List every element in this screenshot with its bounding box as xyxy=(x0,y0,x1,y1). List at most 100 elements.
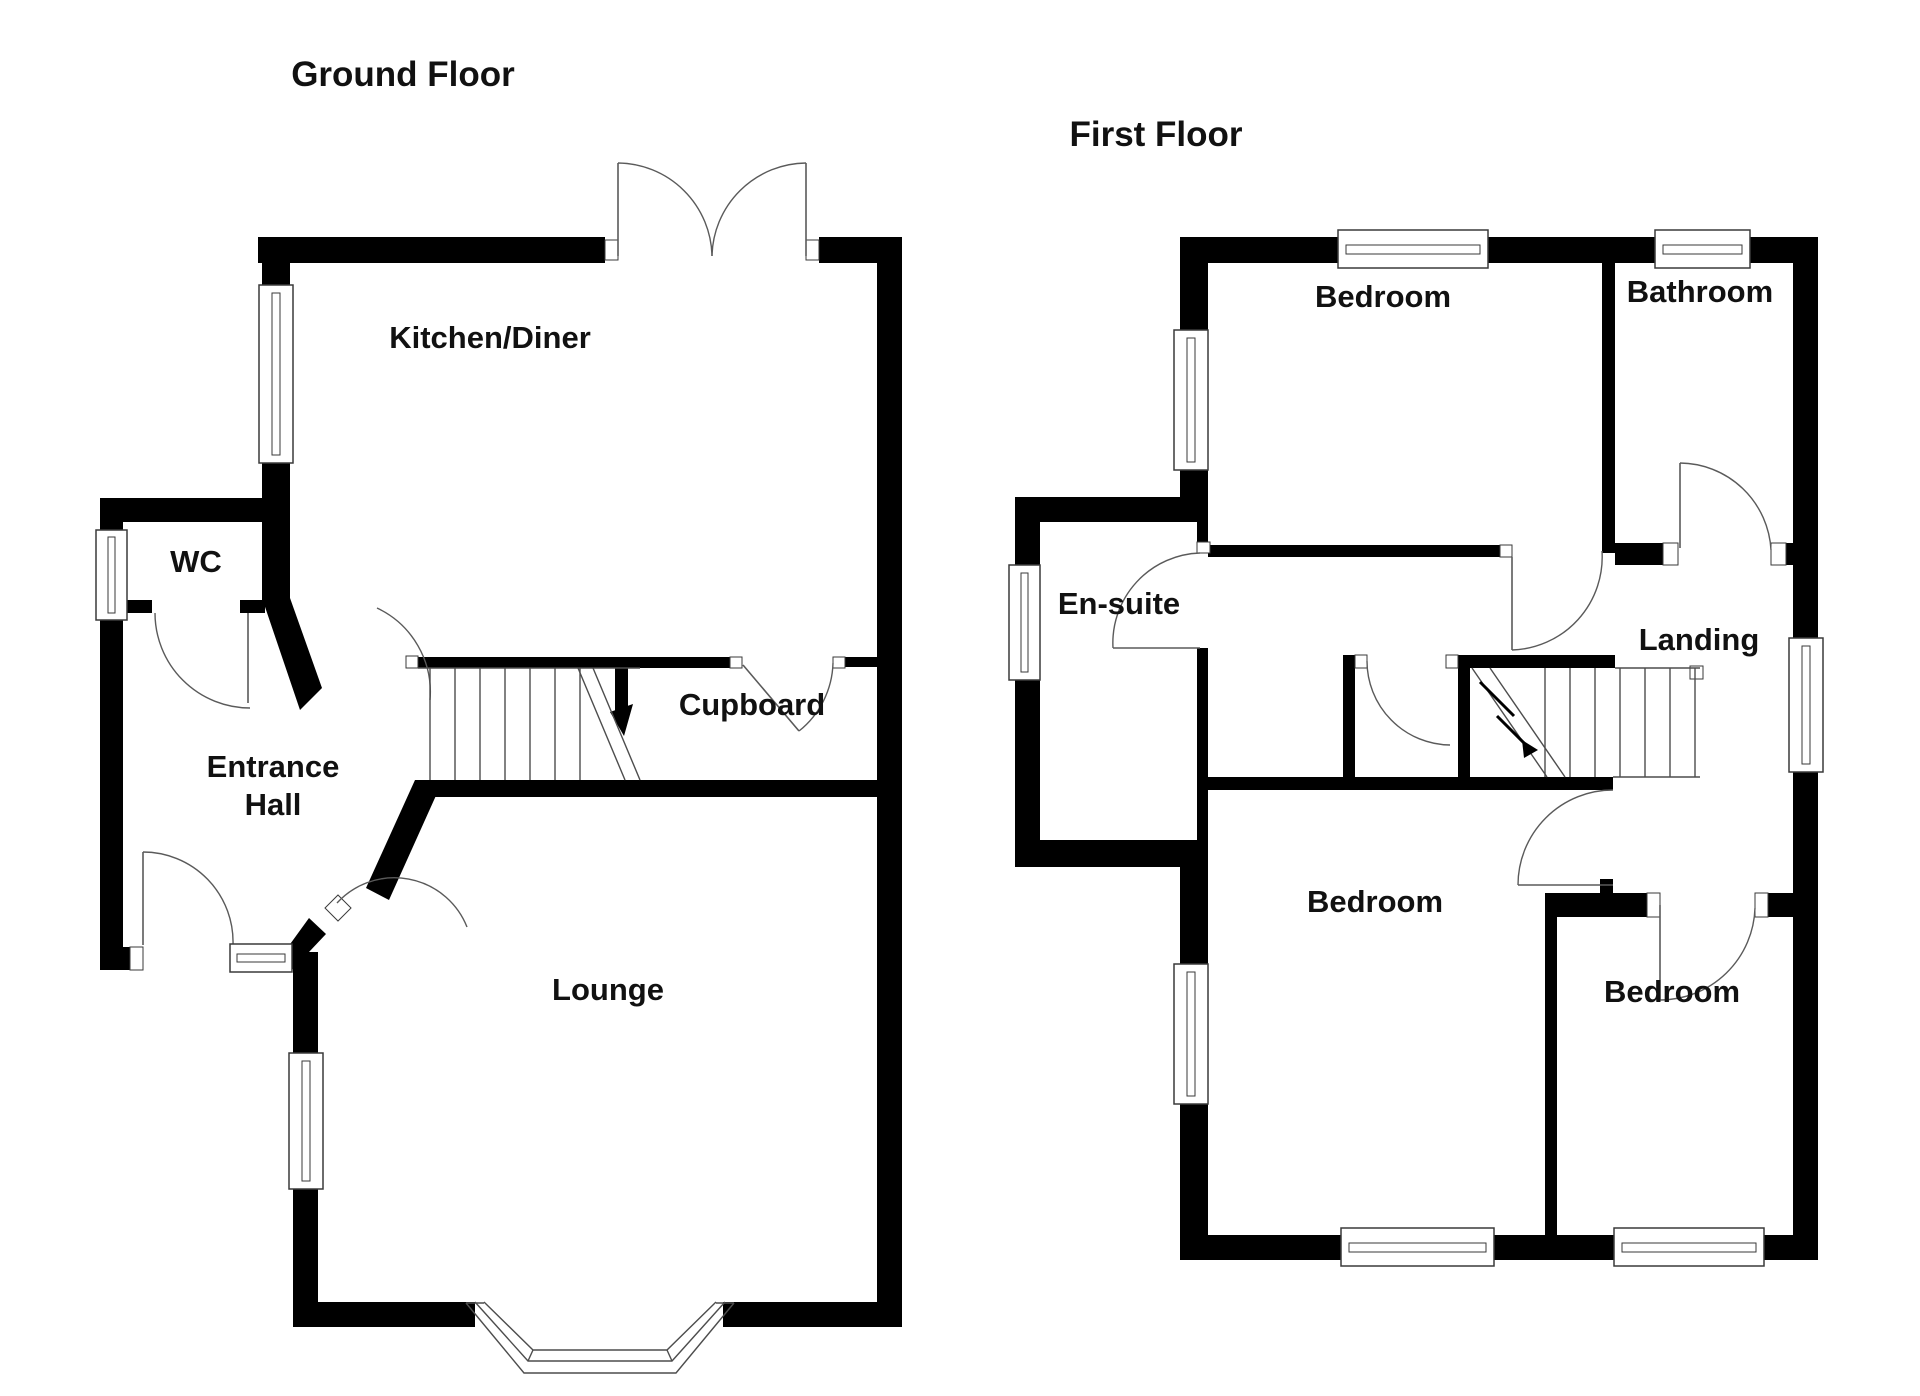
french-door-left-jamb xyxy=(604,239,619,261)
lounge-west-wall-upper xyxy=(293,952,318,1055)
bathroom-top-window xyxy=(1654,229,1751,269)
french-door-right-arc xyxy=(711,162,807,257)
french-door-right-jamb xyxy=(805,239,820,261)
first-floor-labels: First Floor Bedroom Bathroom En-suite La… xyxy=(1058,115,1773,1009)
bedroom3-west-wall xyxy=(1545,893,1557,1235)
stairs-top-wall xyxy=(418,657,730,668)
landing-label: Landing xyxy=(1639,622,1760,657)
ensuite-right-wall-upper xyxy=(1197,497,1208,542)
bedroom1-south-wall xyxy=(1208,545,1500,557)
ensuite-door-arc xyxy=(1112,552,1201,649)
bathroom-door-left-jamb xyxy=(1662,542,1679,566)
bedroom3-bottom-window xyxy=(1613,1227,1765,1267)
ff-top-wall-middle xyxy=(1488,237,1657,263)
entrance-hall-label-line1: Entrance xyxy=(207,749,340,784)
stair-break-line xyxy=(577,667,626,781)
bathroom-label: Bathroom xyxy=(1627,274,1773,309)
cupboard-door-arc xyxy=(798,662,834,732)
first-floor-doors xyxy=(1112,462,1772,1001)
bedroom1-left-window xyxy=(1173,329,1209,471)
bedroom3-door-arc xyxy=(1659,907,1756,1001)
bedroom2-left-window xyxy=(1173,963,1209,1105)
store-door-arc xyxy=(1366,660,1451,746)
first-floor-windows xyxy=(1008,229,1824,1267)
ground-floor-stairs xyxy=(418,667,641,781)
ground-right-wall xyxy=(877,237,902,1327)
first-floor-walls xyxy=(1015,237,1818,1260)
landing-south-wall xyxy=(1208,777,1613,790)
bedroom1-label: Bedroom xyxy=(1315,279,1451,314)
bedroom1-top-window xyxy=(1337,229,1489,269)
first-floor-stairs xyxy=(1471,667,1700,778)
bathroom-bottom-wall-right xyxy=(1786,543,1793,565)
bathroom-divider-wall xyxy=(1602,263,1615,553)
ground-floor-title: Ground Floor xyxy=(291,55,515,94)
ff-stairs-west-wall xyxy=(1458,655,1470,790)
stair-break-arrow-gf xyxy=(610,704,633,736)
lounge-label: Lounge xyxy=(552,972,664,1007)
front-door-arc xyxy=(142,851,234,946)
stair-up-arrow-head xyxy=(1522,740,1538,758)
cupboard-door-leaf xyxy=(742,664,800,732)
kitchen-hall-diagonal-wall xyxy=(262,598,322,710)
ground-floor-door-frames xyxy=(129,239,846,971)
wc-top-wall xyxy=(100,498,265,522)
store-cupboard-wall xyxy=(1343,655,1355,777)
ground-floor-plan: Ground Floor Kitchen/Diner WC Entrance H… xyxy=(95,55,902,1374)
wc-door-hinge-stub xyxy=(240,600,265,613)
ensuite-label: En-suite xyxy=(1058,586,1180,621)
ff-left-wall-upper xyxy=(1180,263,1208,332)
lounge-door-arc xyxy=(336,877,468,928)
bedroom3-label: Bedroom xyxy=(1604,974,1740,1009)
stairs-bottom-wall xyxy=(415,780,877,797)
kitchen-door-arc xyxy=(376,607,432,701)
stair-divider-wall xyxy=(615,668,628,714)
ensuite-left-window xyxy=(1008,564,1041,681)
first-floor-plan: First Floor Bedroom Bathroom En-suite La… xyxy=(1008,115,1824,1267)
lounge-bottom-wall-left xyxy=(293,1302,475,1327)
stair-break-line xyxy=(592,667,641,781)
bedroom2-bottom-window xyxy=(1340,1227,1495,1267)
hall-bottom-wall xyxy=(100,947,130,970)
cupboard-door-left-jamb xyxy=(729,656,743,669)
kitchen-diner-label: Kitchen/Diner xyxy=(389,320,591,355)
ground-floor-doors xyxy=(142,162,834,946)
ensuite-door-jamb xyxy=(1196,541,1211,554)
bedroom3-door-right-jamb xyxy=(1754,892,1769,918)
stairs-wall-jamb xyxy=(405,655,419,669)
wc-window xyxy=(95,529,128,621)
cupboard-door-right-jamb xyxy=(832,656,846,669)
bathroom-door-right-jamb xyxy=(1770,542,1787,566)
bathroom-door-arc xyxy=(1679,462,1772,551)
hall-lounge-diagonal-upper xyxy=(366,780,443,900)
hall-west-wall xyxy=(100,618,123,950)
ensuite-left-wall-lower xyxy=(1015,677,1040,867)
entrance-hall-label-line2: Hall xyxy=(245,787,302,822)
front-door-jamb xyxy=(129,946,144,971)
ensuite-right-wall-lower xyxy=(1197,648,1208,840)
ff-left-wall-bottom xyxy=(1180,1100,1208,1260)
kitchen-bottom-wall-east xyxy=(845,657,877,667)
bedroom2-label: Bedroom xyxy=(1307,884,1443,919)
ff-left-wall-below-ensuite xyxy=(1180,867,1208,966)
ff-bottom-wall-middle xyxy=(1492,1235,1616,1260)
ff-top-wall-left xyxy=(1180,237,1340,263)
lounge-bay-window xyxy=(465,1301,735,1374)
ensuite-top-wall xyxy=(1015,497,1197,522)
store-door-left-jamb xyxy=(1354,654,1368,669)
ff-bottom-wall-left xyxy=(1180,1235,1343,1260)
hall-bottom-window xyxy=(229,943,293,973)
kitchen-west-wall-lower xyxy=(262,460,290,602)
kitchen-west-wall-upper xyxy=(262,263,290,287)
bedroom3-door-left-jamb xyxy=(1646,892,1661,918)
first-floor-door-frames xyxy=(1196,541,1787,918)
ff-bottom-wall-right xyxy=(1762,1235,1818,1260)
stairsfoot-door-arc xyxy=(1517,789,1614,886)
lounge-door-angled-jamb xyxy=(324,894,352,922)
wc-door-arc xyxy=(154,612,251,709)
stairs-newel-frame xyxy=(1689,665,1704,680)
bathroom-bottom-wall-left xyxy=(1615,543,1663,565)
stair-break-line xyxy=(1489,667,1566,778)
